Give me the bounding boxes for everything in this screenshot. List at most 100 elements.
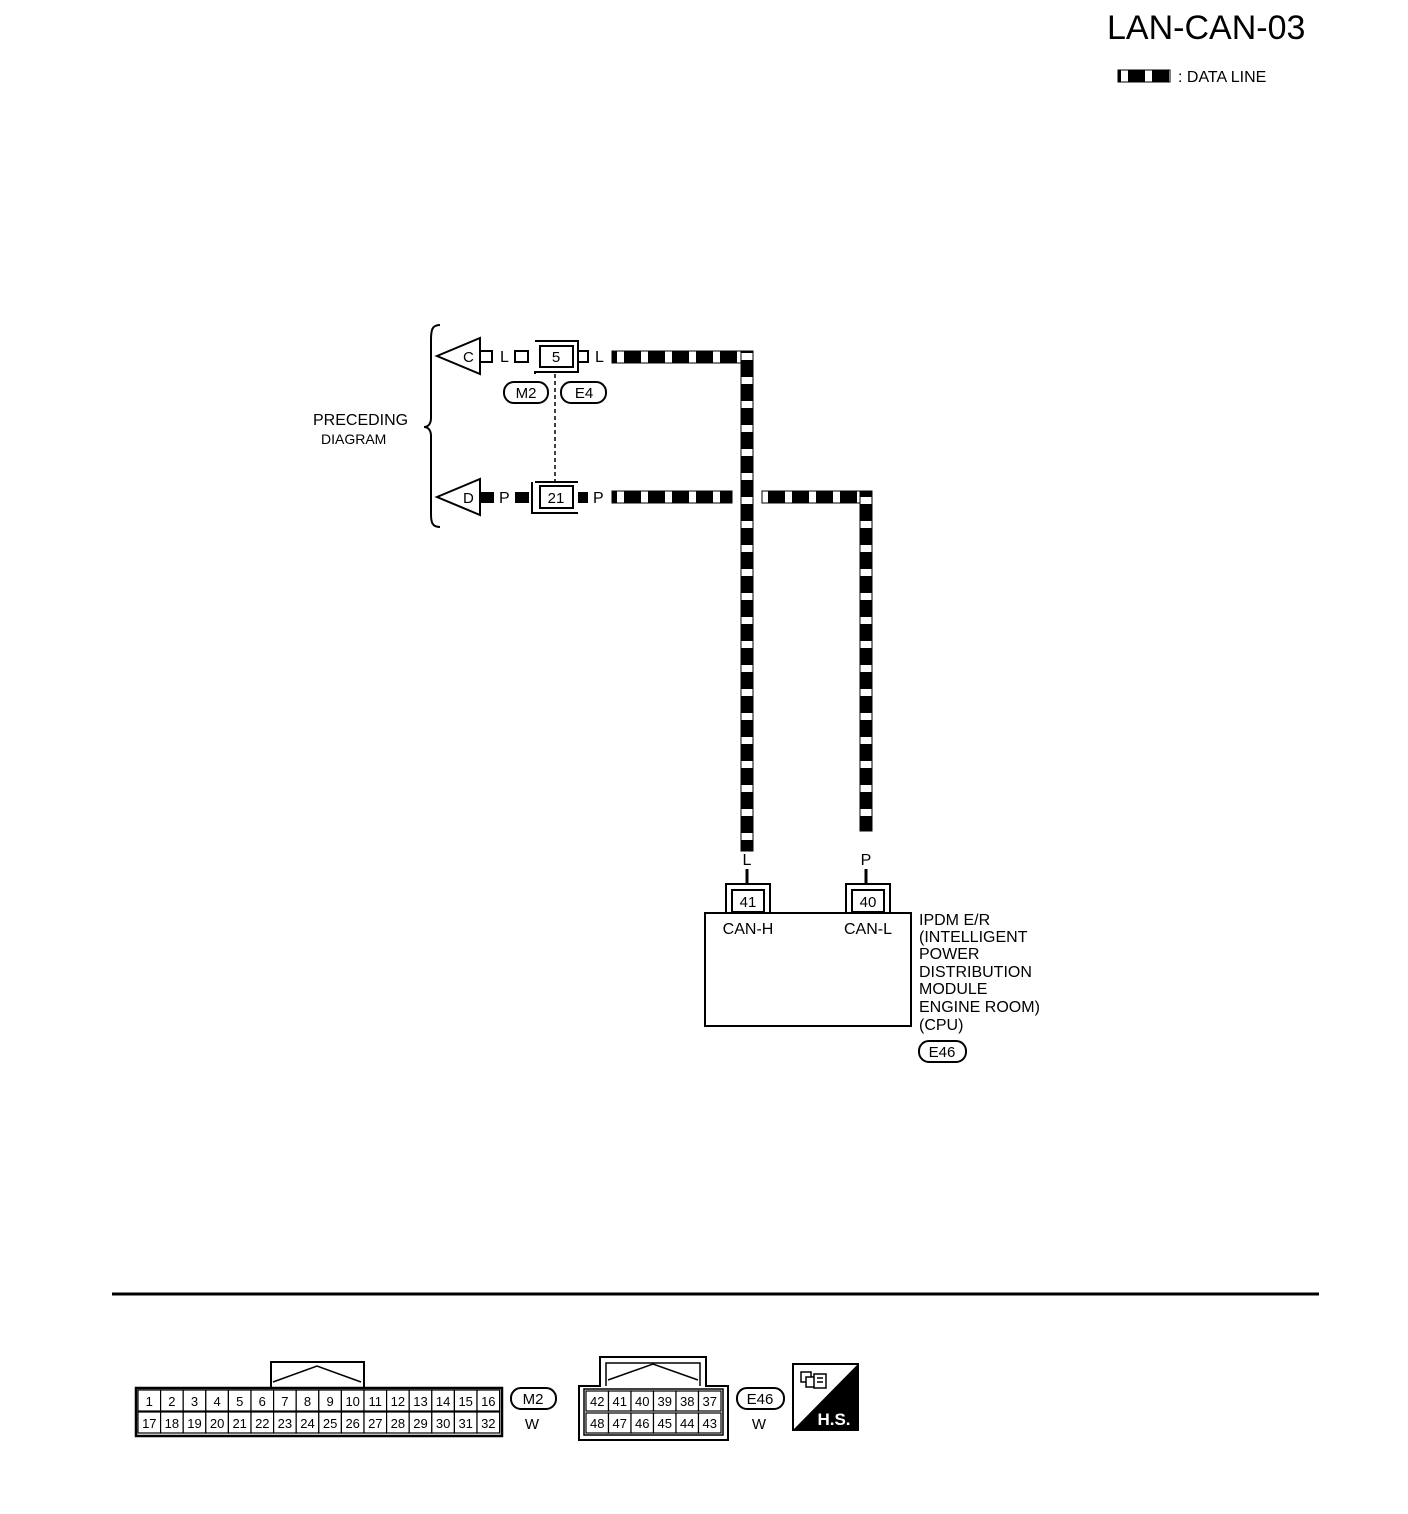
ipdm-pin-40-label: 40 bbox=[860, 894, 877, 911]
ipdm-module-box bbox=[704, 912, 912, 1027]
connector-m2-pin-label: 26 bbox=[345, 1416, 359, 1431]
data-line-l-horizontal bbox=[611, 350, 754, 364]
connector-m2-pin-label: 1 bbox=[146, 1394, 153, 1409]
connector-e46-pin-label: 40 bbox=[635, 1394, 649, 1409]
connector-m2-pin-label: 25 bbox=[323, 1416, 337, 1431]
ipdm-can-h-label: CAN-H bbox=[723, 921, 774, 938]
wire-stub-d-left bbox=[480, 492, 494, 503]
connector-m2-id-label: M2 bbox=[523, 1391, 544, 1408]
ipdm-pin-41: 41 bbox=[725, 883, 771, 913]
connector-m2-pin-label: 31 bbox=[458, 1416, 472, 1431]
connector-e46-row1: 42 41 40 39 38 37 bbox=[585, 1390, 722, 1412]
connector-m2-id: M2 W bbox=[510, 1387, 557, 1433]
connector-m2-pin-label: 32 bbox=[481, 1416, 495, 1431]
wire-stub-d-right bbox=[578, 492, 588, 503]
connector-m2-lock-tab bbox=[270, 1361, 365, 1388]
connector-m2-pin-label: 20 bbox=[210, 1416, 224, 1431]
connector-e46-pin-label: 48 bbox=[590, 1416, 604, 1431]
connector-m2-pin-label: 14 bbox=[436, 1394, 450, 1409]
hs-badge-label: H.S. bbox=[817, 1410, 850, 1429]
connector-e46-pin-label: 37 bbox=[703, 1394, 717, 1409]
connector-e46-pin-label: 42 bbox=[590, 1394, 604, 1409]
connector-m2-lock-mark bbox=[272, 1365, 362, 1383]
connector-e46-pin-label: 38 bbox=[680, 1394, 694, 1409]
connector-e46-pin-label: 46 bbox=[635, 1416, 649, 1431]
connector-e46-cell bbox=[697, 1390, 722, 1412]
connector-m2-pin-label: 12 bbox=[391, 1394, 405, 1409]
connector-e46-cell bbox=[697, 1412, 722, 1434]
hs-badge: H.S. bbox=[792, 1363, 859, 1431]
connector-m2-pin-label: 19 bbox=[187, 1416, 201, 1431]
ipdm-name-line-4: DISTRIBUTION bbox=[919, 964, 1032, 981]
connector-e46-pin-label: 43 bbox=[703, 1416, 717, 1431]
connector-m2-pin-label: 21 bbox=[232, 1416, 246, 1431]
ipdm-name-line-1: IPDM E/R bbox=[919, 912, 990, 929]
connector-id-m2: M2 bbox=[503, 381, 549, 404]
connector-m2-color: W bbox=[525, 1416, 540, 1433]
connector-id-m2-label: M2 bbox=[516, 385, 537, 402]
wire-stub-d-mid bbox=[515, 492, 529, 503]
connector-m2-pin-label: 18 bbox=[165, 1416, 179, 1431]
page-title: LAN-CAN-03 bbox=[1107, 9, 1305, 47]
connector-e46-pin-label: 44 bbox=[680, 1416, 694, 1431]
connector-m2-pin-label: 23 bbox=[278, 1416, 292, 1431]
connector-e46-pin-label: 47 bbox=[613, 1416, 627, 1431]
connector-id-e4-label: E4 bbox=[575, 385, 593, 402]
arrow-c-label: C bbox=[463, 349, 474, 366]
connector-m2-pin-label: 24 bbox=[300, 1416, 314, 1431]
connector-m2-pin-label: 13 bbox=[413, 1394, 427, 1409]
connector-id-e4: E4 bbox=[560, 381, 607, 404]
joint-connector-pin-5: 5 bbox=[534, 340, 579, 374]
arrow-d: D bbox=[434, 477, 481, 517]
data-line-p-vertical bbox=[859, 490, 873, 832]
ipdm-name-line-2: (INTELLIGENT bbox=[919, 929, 1028, 946]
wire-label-d-right: P bbox=[593, 490, 604, 507]
connector-m2-pin-label: 2 bbox=[168, 1394, 175, 1409]
arrow-d-label: D bbox=[463, 490, 474, 507]
connector-e46-lock-mark bbox=[607, 1363, 699, 1381]
connector-m2-pin-label: 7 bbox=[281, 1394, 288, 1409]
connector-m2-pin-label: 29 bbox=[413, 1416, 427, 1431]
joint-pin-5-label: 5 bbox=[552, 349, 560, 366]
legend-label: : DATA LINE bbox=[1178, 69, 1266, 86]
connector-m2-cell bbox=[476, 1389, 501, 1412]
connector-m2-pin-label: 9 bbox=[326, 1394, 333, 1409]
connector-m2-pin-label: 11 bbox=[369, 1394, 383, 1409]
wire-stub-c-right bbox=[577, 350, 589, 363]
connector-id-e46-label: E46 bbox=[929, 1044, 956, 1061]
legend-data-line-swatch bbox=[1117, 69, 1171, 83]
data-line-p-horizontal-left bbox=[611, 490, 733, 504]
connector-m2-pin-label: 16 bbox=[481, 1394, 495, 1409]
connector-e46-id-label: E46 bbox=[747, 1391, 774, 1408]
ipdm-name-line-7: (CPU) bbox=[919, 1017, 963, 1034]
connector-e46-pin-label: 39 bbox=[658, 1394, 672, 1409]
connector-m2-pin-label: 6 bbox=[259, 1394, 266, 1409]
connector-m2-pin-label: 28 bbox=[391, 1416, 405, 1431]
ipdm-pin-41-label: 41 bbox=[740, 894, 757, 911]
connector-m2-pin-label: 15 bbox=[458, 1394, 472, 1409]
ipdm-name-line-6: ENGINE ROOM) bbox=[919, 999, 1040, 1016]
connector-m2-pin-label: 5 bbox=[236, 1394, 243, 1409]
wire-stub-c-left bbox=[479, 350, 493, 363]
connector-m2-pin-label: 4 bbox=[213, 1394, 220, 1409]
connector-e46-pin-label: 41 bbox=[613, 1394, 627, 1409]
wire-label-ipdm-p: P bbox=[861, 852, 872, 869]
ipdm-pin-40: 40 bbox=[845, 883, 891, 913]
joint-connector-pin-21: 21 bbox=[531, 481, 578, 514]
ipdm-can-l-label: CAN-L bbox=[844, 921, 892, 938]
data-line-l-vertical bbox=[740, 350, 754, 852]
connector-e46-id: E46 W bbox=[736, 1387, 785, 1433]
wire-label-ipdm-l: L bbox=[743, 852, 752, 869]
connector-id-e46: E46 bbox=[918, 1040, 967, 1063]
ipdm-name-line-5: MODULE bbox=[919, 981, 987, 998]
legend: : DATA LINE bbox=[1117, 69, 1266, 86]
wire-label-d-left: P bbox=[499, 490, 510, 507]
wire-label-c-left: L bbox=[500, 349, 509, 366]
connector-e46-color: W bbox=[752, 1416, 767, 1433]
